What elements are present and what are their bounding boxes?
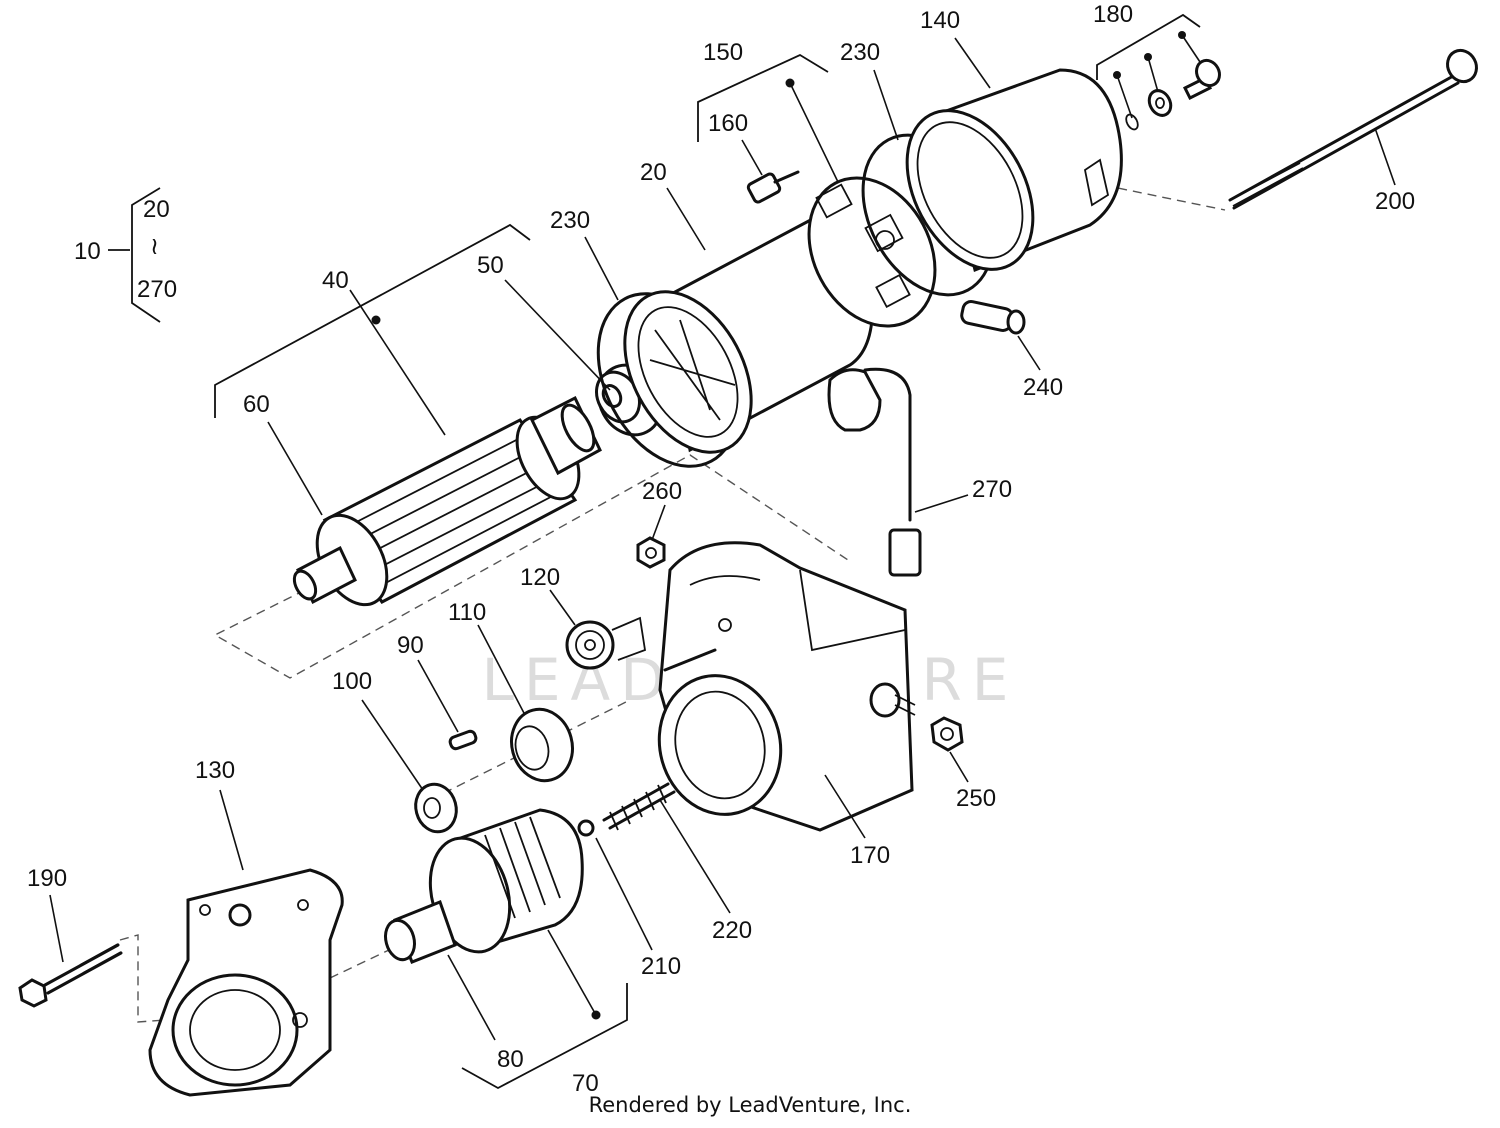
callout-210: 210 <box>641 953 681 980</box>
callout-140: 140 <box>920 7 960 34</box>
callout-20-range-start: 20 <box>143 196 170 223</box>
callout-60: 60 <box>243 391 270 418</box>
callout-130: 130 <box>195 757 235 784</box>
callout-180: 180 <box>1093 1 1133 28</box>
rear-screw-set <box>1125 58 1221 131</box>
spring-220-part <box>602 782 676 831</box>
retainer-100-part <box>414 782 458 834</box>
pin-90-part <box>448 729 478 751</box>
callout-100: 100 <box>332 668 372 695</box>
bracket-40 <box>214 223 531 418</box>
callout-150: 150 <box>703 39 743 66</box>
callout-260: 260 <box>642 478 682 505</box>
callout-50: 50 <box>477 252 504 279</box>
screw-240-part <box>960 300 1026 335</box>
bracket-180 <box>1096 13 1201 80</box>
callout-230-rear: 230 <box>840 39 880 66</box>
idle-gear-120-part <box>565 616 647 670</box>
callout-110: 110 <box>448 599 486 626</box>
armature-part <box>292 395 602 607</box>
clutch-pinion-part <box>384 808 584 964</box>
callout-190: 190 <box>27 865 67 892</box>
nut-260-part <box>636 536 666 569</box>
terminal-stud <box>869 682 916 718</box>
through-bolt-part <box>1228 48 1478 210</box>
callout-220: 220 <box>712 917 752 944</box>
group-bracket-10 <box>108 187 161 323</box>
bracket-70 <box>461 983 628 1090</box>
callout-170: 170 <box>850 842 890 869</box>
range-symbol: ≀ <box>150 233 159 260</box>
ball-210-part <box>577 819 595 837</box>
footer-credit: Rendered by LeadVenture, Inc. <box>588 1093 912 1117</box>
callout-250: 250 <box>956 785 996 812</box>
callout-labels: 20 ≀ 270 10 40 50 60 230 20 150 160 230 … <box>27 1 1415 1097</box>
callout-120: 120 <box>520 564 560 591</box>
callout-270-range-end: 270 <box>137 276 177 303</box>
callout-70: 70 <box>572 1070 599 1097</box>
housing-170-part <box>657 541 914 832</box>
bolt-190-part <box>18 943 123 1008</box>
leader-lines <box>49 34 1396 1041</box>
drive-housing-130-part <box>148 868 344 1097</box>
callout-270: 270 <box>972 476 1012 503</box>
gear-110-part <box>510 707 574 783</box>
nut-250-part <box>930 716 964 752</box>
callout-240: 240 <box>1023 374 1063 401</box>
callout-20: 20 <box>640 159 667 186</box>
lead-wire-part <box>863 367 922 577</box>
callout-40: 40 <box>322 267 349 294</box>
brush-holder-part <box>807 176 937 328</box>
rear-cover-part <box>905 68 1123 273</box>
callout-160: 160 <box>708 110 748 137</box>
callout-230-front: 230 <box>550 207 590 234</box>
callout-90: 90 <box>397 632 424 659</box>
callout-80: 80 <box>497 1046 524 1073</box>
callout-10: 10 <box>74 238 101 265</box>
callout-200: 200 <box>1375 188 1415 215</box>
brush-part <box>746 170 800 204</box>
